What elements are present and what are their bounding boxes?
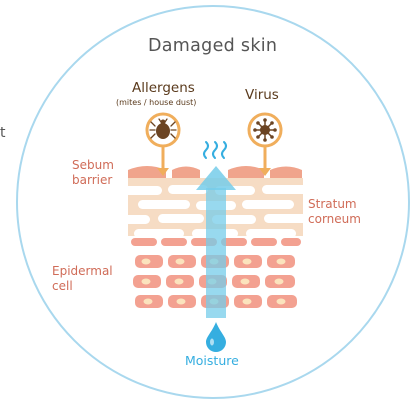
moisture-label: Moisture	[185, 355, 239, 368]
sebum-barrier-label: Sebum barrier	[72, 158, 114, 188]
allergens-label: Allergens	[132, 82, 195, 96]
virus-icon	[253, 118, 277, 142]
virus-label: Virus	[245, 89, 279, 103]
edge-text-fragment: t	[0, 126, 6, 140]
diagram-title: Damaged skin	[148, 38, 277, 56]
stratum-corneum-label: Stratum corneum	[308, 197, 361, 227]
epidermal-cell-label: Epidermal cell	[52, 264, 113, 294]
allergens-sublabel: (mites / house dust)	[116, 99, 196, 107]
